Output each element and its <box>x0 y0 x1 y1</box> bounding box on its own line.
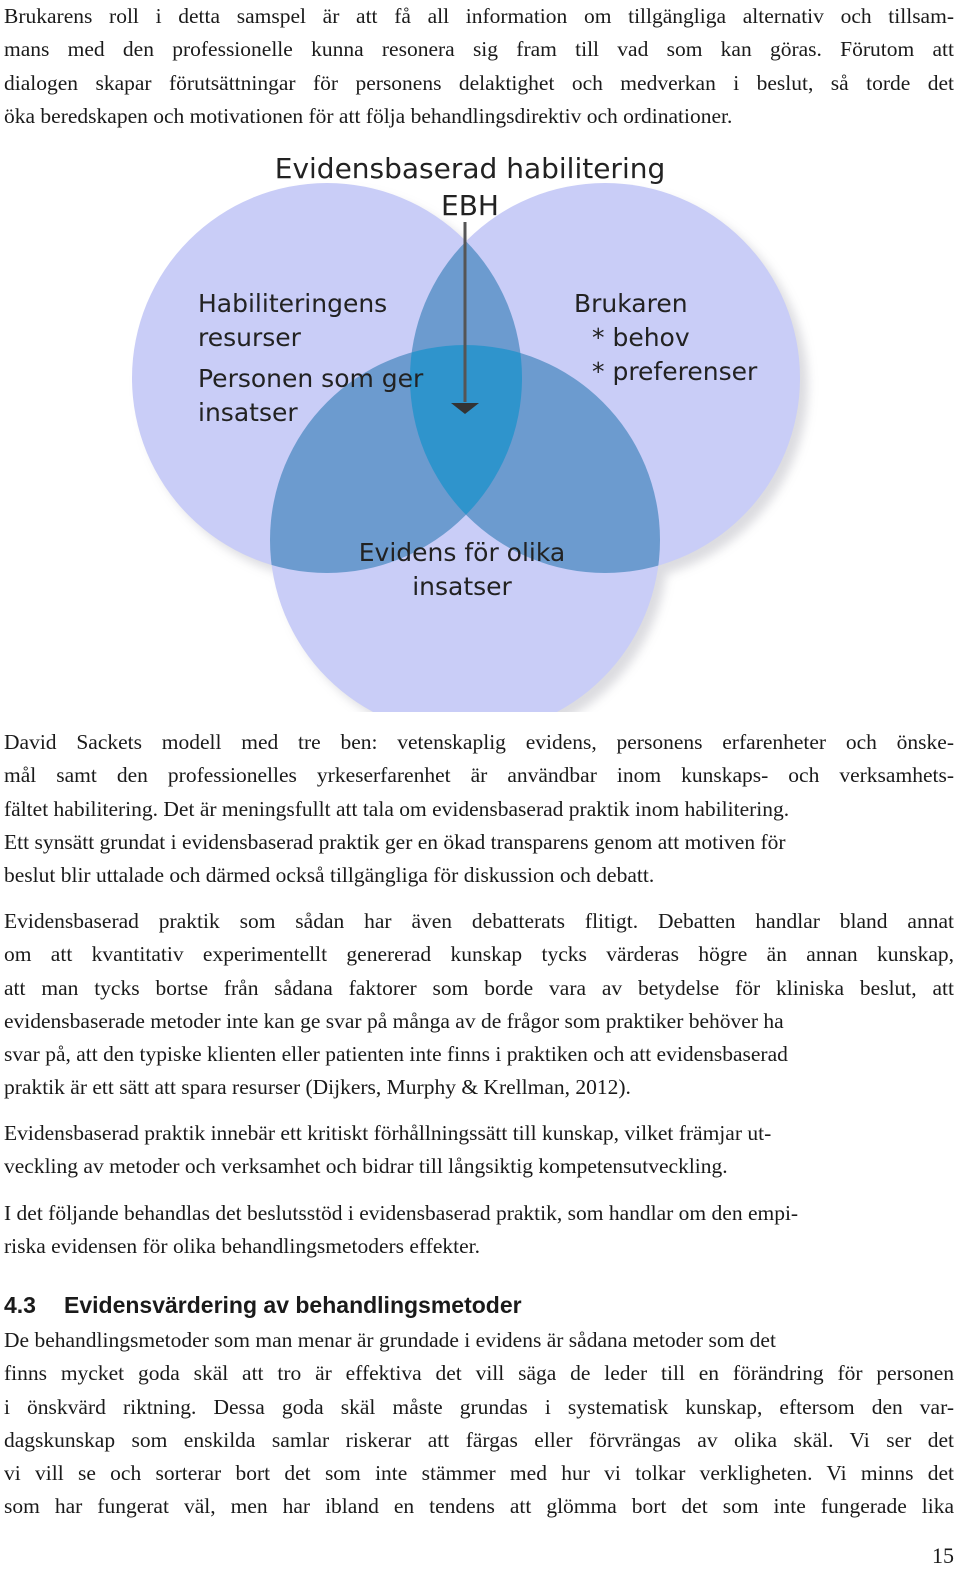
left-circle-label: Personen som ger <box>198 364 424 393</box>
right-circle-label: Brukaren <box>574 289 688 318</box>
text-line: Evidensbaserad praktik som sådan har äve… <box>4 909 954 933</box>
text-line: som har fungerat väl, men har ibland en … <box>4 1494 954 1519</box>
text-line: fältet habilitering. Det är meningsfullt… <box>4 796 790 821</box>
left-circle-label: insatser <box>198 398 298 427</box>
paragraph: David Sackets modell med tre ben: vetens… <box>4 726 954 892</box>
text-line: dagskunskap som enskilda samlar riskerar… <box>4 1427 954 1452</box>
text-line: De behandlingsmetoder som man menar är g… <box>4 1328 776 1352</box>
text-line: att man tycks bortse från sådana faktore… <box>4 975 954 1000</box>
right-circle-label: * preferenser <box>592 357 758 386</box>
intro-paragraph: Brukarens roll i detta samspel är att få… <box>4 0 954 133</box>
text-line: riska evidensen för olika behandlingsmet… <box>4 1234 481 1259</box>
ebh-venn-diagram: Evidensbaserad habilitering EBH Habilite… <box>120 140 840 712</box>
text-line: finns mycket goda skäl att tro är effekt… <box>4 1361 954 1386</box>
bottom-circle-label: insatser <box>412 572 512 601</box>
text-line: i önskvärd riktning. Dessa goda skäl mås… <box>4 1394 954 1419</box>
paragraph: De behandlingsmetoder som man menar är g… <box>4 1324 954 1524</box>
figure-title: Evidensbaserad habilitering <box>275 152 666 185</box>
text-line: evidensbaserade metoder inte kan ge svar… <box>4 1008 784 1033</box>
text-line: Evidensbaserad praktik innebär ett kriti… <box>4 1121 772 1145</box>
left-circle-label: Habiliteringens <box>198 289 387 318</box>
text-line: dialogen skapar förutsättningar för pers… <box>4 70 954 95</box>
bottom-circle-label: Evidens för olika <box>359 538 565 567</box>
text-line: vi vill se och sorterar bort det som int… <box>4 1461 954 1486</box>
text-line: praktik är ett sätt att spara resurser (… <box>4 1075 631 1100</box>
left-circle-label: resurser <box>198 323 302 352</box>
text-line: mans med den professionelle kunna resone… <box>4 37 954 62</box>
section-title: Evidensvärdering av behandlingsmetoder <box>64 1292 522 1318</box>
text-line: mål samt den professionelles yrkeserfare… <box>4 763 954 788</box>
text-line: Brukarens roll i detta samspel är att få… <box>4 4 954 28</box>
section-heading: 4.3 Evidensvärdering av behandlingsmetode… <box>4 1289 522 1321</box>
text-line: svar på, att den typiske klienten eller … <box>4 1042 788 1067</box>
text-line: David Sackets modell med tre ben: vetens… <box>4 730 954 754</box>
text-line: veckling av metoder och verksamhet och b… <box>4 1154 728 1179</box>
text-line: om att kvantitativ experimentellt genere… <box>4 942 954 967</box>
text-line: öka beredskapen och motivationen för att… <box>4 103 733 128</box>
right-circle-label: * behov <box>592 323 690 352</box>
section-number: 4.3 <box>4 1292 36 1318</box>
page-number: 15 <box>932 1543 954 1568</box>
text-line: I det följande behandlas det beslutsstöd… <box>4 1201 799 1225</box>
paragraph: Evidensbaserad praktik innebär ett kriti… <box>4 1117 954 1184</box>
paragraph: I det följande behandlas det beslutsstöd… <box>4 1197 954 1264</box>
figure-subtitle: EBH <box>441 189 499 222</box>
text-line: beslut blir uttalade och därmed också ti… <box>4 863 655 888</box>
arrow-head-icon <box>451 403 479 414</box>
text-line: Ett synsätt grundat i evidensbaserad pra… <box>4 829 786 854</box>
paragraph: Evidensbaserad praktik som sådan har äve… <box>4 905 954 1105</box>
